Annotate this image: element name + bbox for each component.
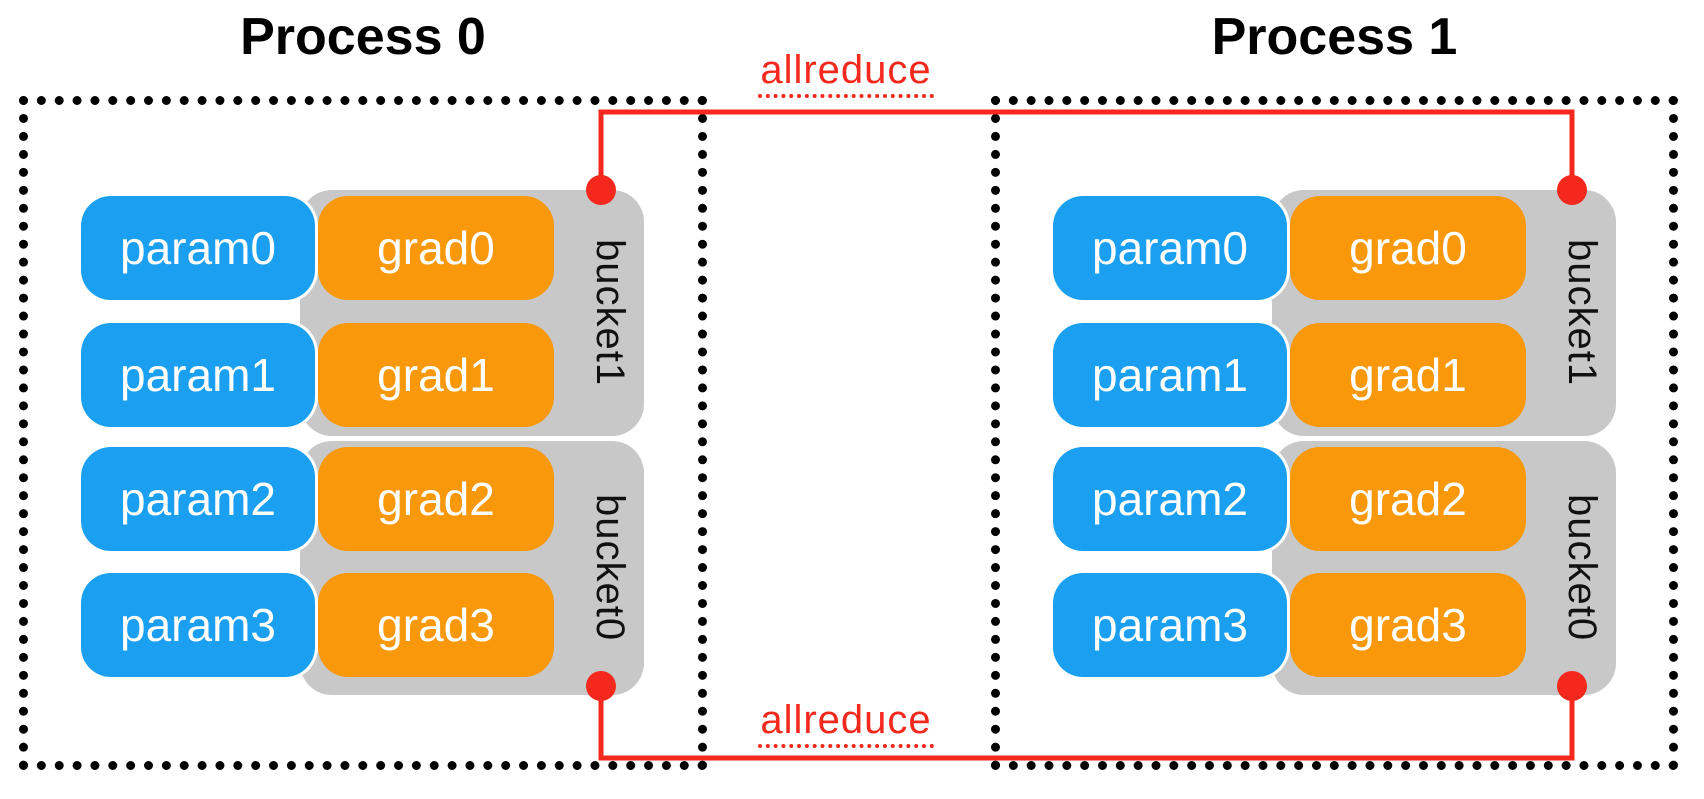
allreduce-label-top: allreduce bbox=[696, 48, 996, 98]
process-0-param1-pill: param1 bbox=[81, 323, 315, 427]
process-0-grad2-pill: grad2 bbox=[318, 447, 554, 551]
process-1-title: Process 1 bbox=[1211, 8, 1458, 66]
process-0-box: bucket1 bucket0 param0 grad0 param1 grad… bbox=[19, 96, 707, 770]
process-1-param2-pill: param2 bbox=[1053, 447, 1287, 551]
process-0-grad1-pill: grad1 bbox=[318, 323, 554, 427]
process-0-title: Process 0 bbox=[240, 8, 486, 66]
allreduce-label-bottom: allreduce bbox=[696, 698, 996, 748]
process-1-bucket1-label: bucket1 bbox=[1560, 239, 1604, 387]
allreduce-label-top-text: allreduce bbox=[758, 48, 934, 98]
process-0-param0-pill: param0 bbox=[81, 196, 315, 300]
process-1-param1-pill: param1 bbox=[1053, 323, 1287, 427]
process-0-param2-pill: param2 bbox=[81, 447, 315, 551]
allreduce-label-bottom-text: allreduce bbox=[758, 698, 934, 748]
process-0-bucket0-label: bucket0 bbox=[588, 494, 632, 642]
process-0-param3-pill: param3 bbox=[81, 573, 315, 677]
process-1-grad0-pill: grad0 bbox=[1290, 196, 1526, 300]
process-0-grad0-pill: grad0 bbox=[318, 196, 554, 300]
process-1-grad1-pill: grad1 bbox=[1290, 323, 1526, 427]
process-1-box: bucket1 bucket0 param0 grad0 param1 grad… bbox=[991, 96, 1678, 770]
process-1-param3-pill: param3 bbox=[1053, 573, 1287, 677]
process-1-param0-pill: param0 bbox=[1053, 196, 1287, 300]
process-1-grad3-pill: grad3 bbox=[1290, 573, 1526, 677]
process-1-grad2-pill: grad2 bbox=[1290, 447, 1526, 551]
process-0-grad3-pill: grad3 bbox=[318, 573, 554, 677]
process-1-bucket0-label: bucket0 bbox=[1560, 494, 1604, 642]
process-0-bucket1-label: bucket1 bbox=[588, 239, 632, 387]
